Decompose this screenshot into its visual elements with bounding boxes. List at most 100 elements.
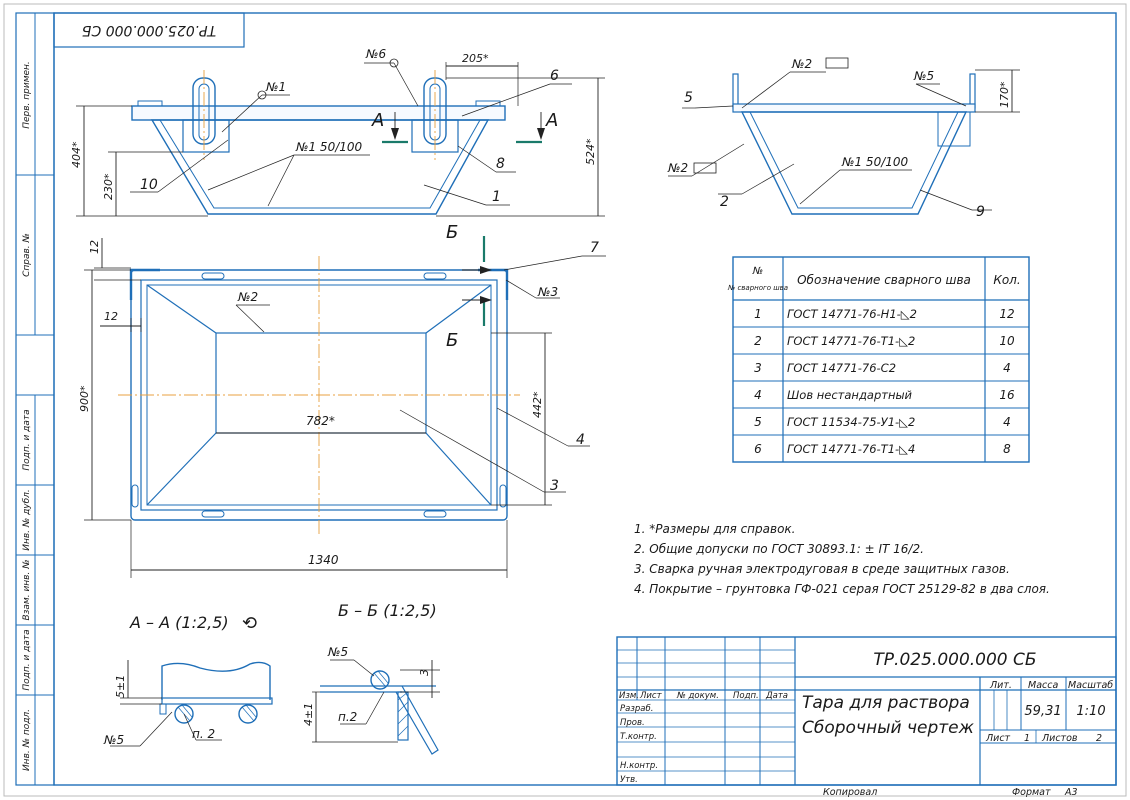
tb-mass-label: Масса: [1028, 680, 1058, 691]
strip-label-podp2: Подп. и дата: [22, 629, 32, 690]
weld-row-6-no: 6: [754, 442, 762, 456]
plan-view: Б Б 12 12 900* 442* 782* 1340 №2 №3 7: [78, 222, 606, 578]
section-b-top: Б: [446, 222, 458, 243]
section-aa-rotation-icon: ⟲: [242, 613, 258, 634]
dim-12-left: 12: [104, 310, 118, 323]
tb-role-utv: Утв.: [620, 775, 638, 785]
weld-header-no: № сварного шва: [727, 284, 788, 292]
callout-n1-weld-side: №1 50/100: [841, 155, 909, 169]
dim-782: 782*: [306, 414, 335, 428]
tb-head-podp: Подп.: [733, 691, 759, 701]
dim-230: 230*: [102, 173, 115, 200]
left-strip: Перв. примен. Справ. № Подп. и дата Инв.…: [15, 12, 55, 786]
callout-pos-7: 7: [590, 240, 599, 256]
weld-row-6-qty: 8: [1003, 442, 1011, 456]
weld-row-1-name: ГОСТ 14771-76-Н1-◺2: [787, 307, 917, 321]
tb-sheet-no: 1: [1024, 733, 1030, 744]
tb-format-label: Формат: [1012, 787, 1051, 798]
weld-row-2-qty: 10: [999, 334, 1015, 348]
front-view: А А 404* 230* 524* 205* №1 №6 №1 50/100: [70, 47, 605, 217]
callout-pos-4: 4: [576, 432, 585, 448]
weld-header-qty: Кол.: [993, 273, 1020, 287]
callout-n5-side: №5: [913, 69, 934, 83]
callout-n2-plan: №2: [237, 290, 258, 304]
note-2: 2. Общие допуски по ГОСТ 30893.1: ± IT 1…: [634, 542, 924, 556]
dim-12-top: 12: [88, 240, 101, 254]
note-1: 1. *Размеры для справок.: [634, 522, 795, 536]
strip-label-sprav: Справ. №: [22, 233, 32, 277]
note-4: 4. Покрытие – грунтовка ГФ-021 серая ГОС…: [634, 582, 1050, 596]
callout-n5-aa: №5: [103, 733, 124, 747]
tb-copied: Копировал: [823, 787, 877, 798]
callout-n2-top: №2: [791, 57, 812, 71]
tb-head-izm: Изм.: [619, 691, 639, 701]
callout-n1: №1: [265, 80, 286, 94]
weld-row-1-qty: 12: [999, 307, 1014, 321]
weld-row-4-name: Шов нестандартный: [787, 388, 913, 402]
section-a-right: А: [545, 110, 558, 131]
sheet-outer-border: [3, 3, 1127, 797]
callout-p2-bb: п.2: [338, 710, 357, 724]
callout-n3: №3: [537, 285, 558, 299]
callout-n6: №6: [365, 47, 386, 61]
tb-lit-label: Лит.: [989, 680, 1012, 691]
weld-row-3-name: ГОСТ 14771-76-С2: [787, 361, 896, 375]
tb-mass: 59,31: [1024, 704, 1061, 719]
callout-n1-weld: №1 50/100: [295, 140, 363, 154]
callout-pos-9: 9: [976, 204, 985, 220]
tb-head-date: Дата: [765, 691, 788, 701]
strip-label-podl: Инв. № подл.: [22, 709, 32, 771]
weld-table: № № сварного шва Обозначение сварного шв…: [727, 256, 1030, 463]
callout-pos-3: 3: [550, 478, 559, 494]
section-bb: Б – Б (1:2,5) №5 3 4±1 п.2: [302, 601, 440, 755]
tb-role-razrab: Разраб.: [620, 704, 653, 714]
weld-row-2-no: 2: [754, 334, 762, 348]
weld-row-3-no: 3: [754, 361, 762, 375]
dim-1340: 1340: [308, 553, 339, 567]
section-aa: А – А (1:2,5) ⟲ 5±1 №5 п. 2: [103, 613, 273, 747]
dim-442: 442*: [531, 391, 544, 418]
title-block: Изм. Лист № докум. Подп. Дата Разраб. Пр…: [616, 636, 1117, 798]
weld-row-3-qty: 4: [1003, 361, 1011, 375]
weld-row-1-no: 1: [754, 307, 762, 321]
callout-pos-5: 5: [684, 90, 693, 106]
tb-title-line1: Тара для раствора: [802, 693, 970, 713]
section-b-bottom: Б: [446, 330, 458, 351]
dim-5pm1: 5±1: [114, 675, 127, 698]
callout-pos-2: 2: [720, 194, 729, 210]
tb-title-line2: Сборочный чертеж: [802, 718, 975, 738]
section-aa-title: А – А (1:2,5): [129, 613, 229, 632]
tb-role-tkontr: Т.контр.: [620, 732, 657, 742]
strip-label-podp1: Подп. и дата: [22, 409, 32, 470]
weld-row-5-qty: 4: [1003, 415, 1011, 429]
rotated-designation-box: ТР.025.000.000 СБ: [53, 12, 245, 48]
callout-n2-left: №2: [667, 161, 688, 175]
tb-format: А3: [1064, 787, 1078, 798]
dim-4pm1: 4±1: [302, 703, 315, 726]
dim-404: 404*: [70, 141, 83, 168]
strip-label-vzam: Взам. инв. №: [22, 559, 32, 620]
side-view: 170* №2 5 №5 №2 №1 50/100 2 9: [667, 57, 1020, 220]
tb-sheets-label: Листов: [1041, 733, 1078, 744]
weld-row-2-name: ГОСТ 14771-76-Т1-◺2: [787, 334, 915, 348]
tb-role-prov: Пров.: [620, 718, 645, 728]
tb-scale: 1:10: [1076, 704, 1105, 719]
callout-n5-bb: №5: [327, 645, 348, 659]
strip-label-perv: Перв. примен.: [22, 61, 32, 129]
dim-205: 205*: [462, 52, 489, 65]
section-bb-title: Б – Б (1:2,5): [338, 601, 437, 620]
dim-3: 3: [418, 669, 431, 676]
callout-p2-aa: п. 2: [192, 727, 215, 741]
dim-900: 900*: [78, 385, 91, 412]
rotated-designation: ТР.025.000.000 СБ: [82, 22, 216, 38]
note-3: 3. Сварка ручная электродуговая в среде …: [634, 562, 1010, 576]
tb-scale-label: Масштаб: [1068, 680, 1113, 691]
dim-170: 170*: [998, 81, 1011, 108]
weld-header-no-1: №: [752, 266, 763, 277]
dim-524: 524*: [584, 138, 597, 165]
tb-role-nkontr: Н.контр.: [620, 761, 658, 771]
weld-row-4-qty: 16: [999, 388, 1015, 402]
tb-head-doc: № докум.: [676, 691, 719, 701]
strip-label-dubl: Инв. № дубл.: [22, 489, 32, 551]
